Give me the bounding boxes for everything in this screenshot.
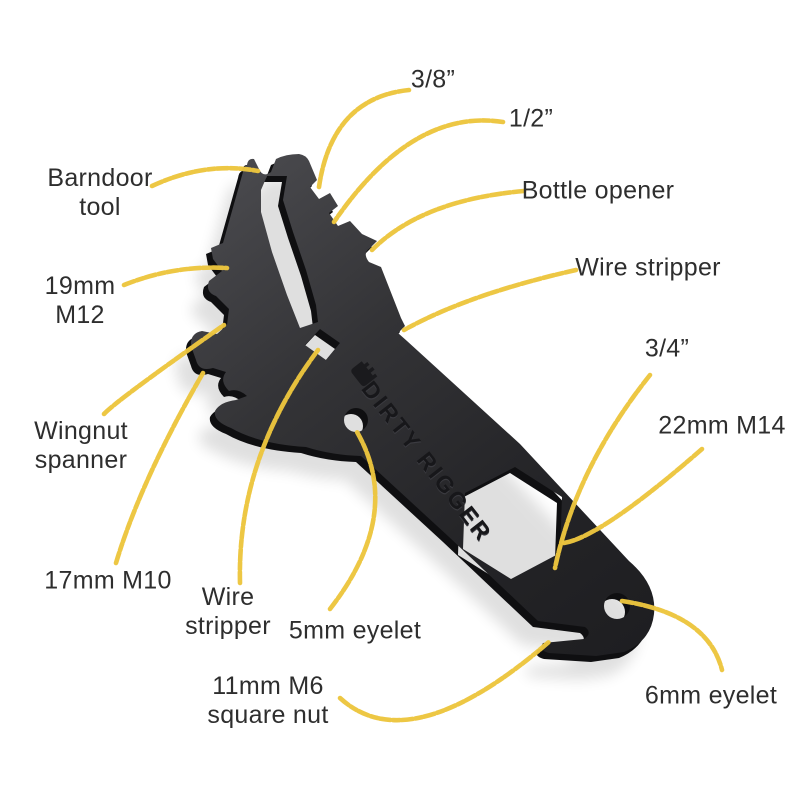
leader-19mm-m12 xyxy=(121,265,230,288)
leader-bottle-opener xyxy=(369,188,527,253)
leader-barndoor-tool xyxy=(149,165,261,189)
leader-3-4-inch xyxy=(552,372,653,571)
label-19mm-m12: 19mm M12 xyxy=(44,272,116,329)
label-wire-stripper-bottom: Wire stripper xyxy=(185,583,271,640)
leader-3-8-inch xyxy=(316,87,412,190)
label-bottle-opener: Bottle opener xyxy=(521,176,675,205)
leader-22mm-m14 xyxy=(561,446,705,546)
leader-6mm-eyelet xyxy=(619,598,725,673)
label-1-2-inch: 1/2” xyxy=(508,104,554,133)
leader-lines xyxy=(101,87,725,723)
label-wingnut-spanner: Wingnut spanner xyxy=(34,417,128,474)
label-barndoor-tool: Barndoor tool xyxy=(47,164,153,221)
label-5mm-eyelet: 5mm eyelet xyxy=(288,616,422,645)
label-6mm-eyelet: 6mm eyelet xyxy=(644,681,778,710)
tool-face xyxy=(190,154,655,656)
label-11mm-m6-square-nut: 11mm M6 square nut xyxy=(207,672,329,729)
leader-17mm-m10 xyxy=(113,370,206,566)
label-wire-stripper-right: Wire stripper xyxy=(575,253,721,282)
leader-1-2-inch xyxy=(331,118,506,225)
leader-5mm-eyelet xyxy=(327,429,378,612)
leader-wingnut-spanner xyxy=(101,322,227,417)
label-22mm-m14: 22mm M14 xyxy=(658,411,786,440)
leader-11mm-square-nut xyxy=(337,638,553,723)
label-17mm-m10: 17mm M10 xyxy=(44,566,172,595)
label-3-8-inch: 3/8” xyxy=(410,65,456,94)
glove-icon xyxy=(351,361,378,387)
leader-wire-stripper-right xyxy=(401,267,579,333)
tool-illustration: DIRTY RIGGER DIRTY RIGGER xyxy=(174,154,655,680)
label-3-4-inch: 3/4” xyxy=(644,334,690,363)
leader-wire-stripper-bottom xyxy=(237,347,321,586)
